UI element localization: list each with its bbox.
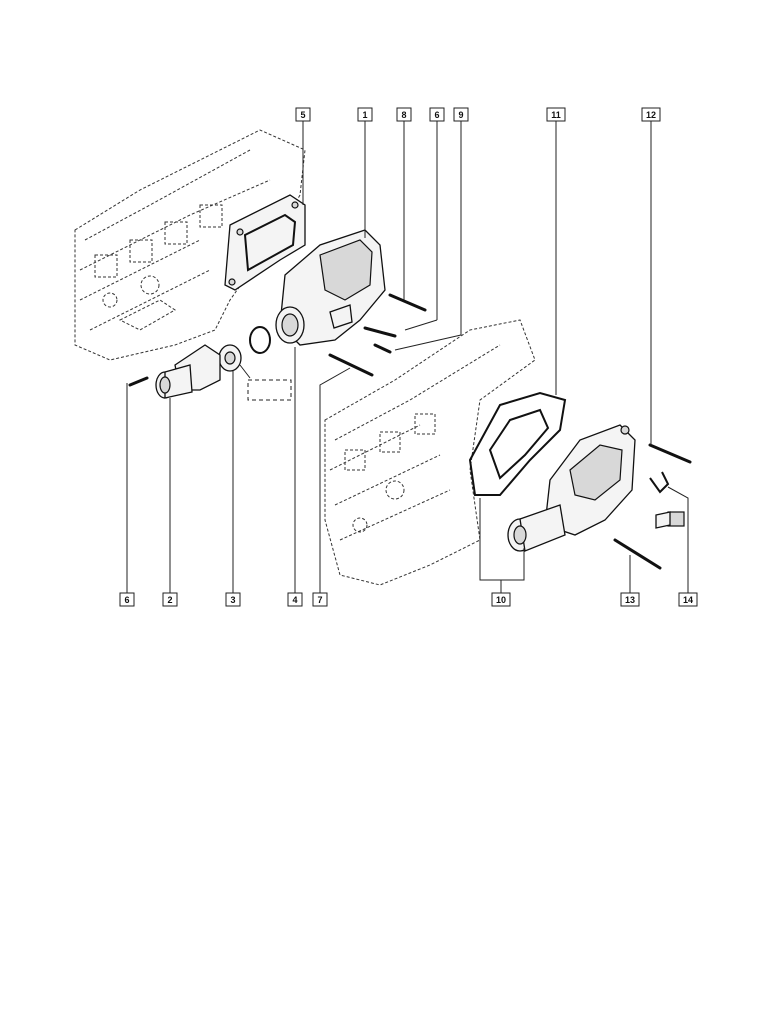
water-pump-assembly-right [507,424,636,552]
callout-bottom-10: 10 [491,592,511,607]
bolt-9 [373,343,392,354]
svg-text:9: 9 [458,110,463,120]
bolt-6-mid [363,326,397,338]
callout-top-8: 8 [396,107,412,122]
thermostat-detail-box [247,379,292,401]
gasket-plate-left [224,194,306,291]
svg-text:12: 12 [646,110,656,120]
callout-bottom-6: 6 [119,592,135,607]
svg-text:6: 6 [434,110,439,120]
svg-text:5: 5 [300,110,305,120]
svg-text:6: 6 [124,595,129,605]
engine-block-left [74,129,306,361]
callout-bottom-3: 3 [225,592,241,607]
callout-bottom-7: 7 [312,592,328,607]
callout-bottom-2: 2 [162,592,178,607]
callout-bottom-14: 14 [678,592,698,607]
bolt-12 [648,443,692,464]
svg-text:11: 11 [551,110,561,120]
svg-text:8: 8 [401,110,406,120]
bolt-6-left [128,376,149,387]
bolt-8 [388,293,427,312]
callout-top-11: 11 [546,107,566,122]
callout-top-5: 5 [295,107,311,122]
callout-top-6: 6 [429,107,445,122]
leader-lines [126,121,689,593]
svg-text:3: 3 [230,595,235,605]
svg-text:4: 4 [292,595,297,605]
engine-block-right [324,319,536,586]
svg-text:13: 13 [625,595,635,605]
svg-text:2: 2 [167,595,172,605]
bolt-13 [613,538,662,570]
callout-top-1: 1 [357,107,373,122]
svg-text:7: 7 [317,595,322,605]
retaining-clip [649,471,670,494]
callout-bottom-13: 13 [620,592,640,607]
callout-top-12: 12 [641,107,661,122]
water-pump-housing [275,229,386,346]
svg-text:1: 1 [362,110,367,120]
thermostat [218,344,251,379]
thermostat-housing-outlet [155,344,221,399]
callout-top-9: 9 [453,107,469,122]
temperature-sensor [655,511,685,529]
svg-text:10: 10 [496,595,506,605]
callout-bottom-4: 4 [287,592,303,607]
svg-text:14: 14 [683,595,693,605]
gasket-right [468,391,567,496]
bolt-7 [328,353,374,377]
seal-ring [249,326,271,354]
